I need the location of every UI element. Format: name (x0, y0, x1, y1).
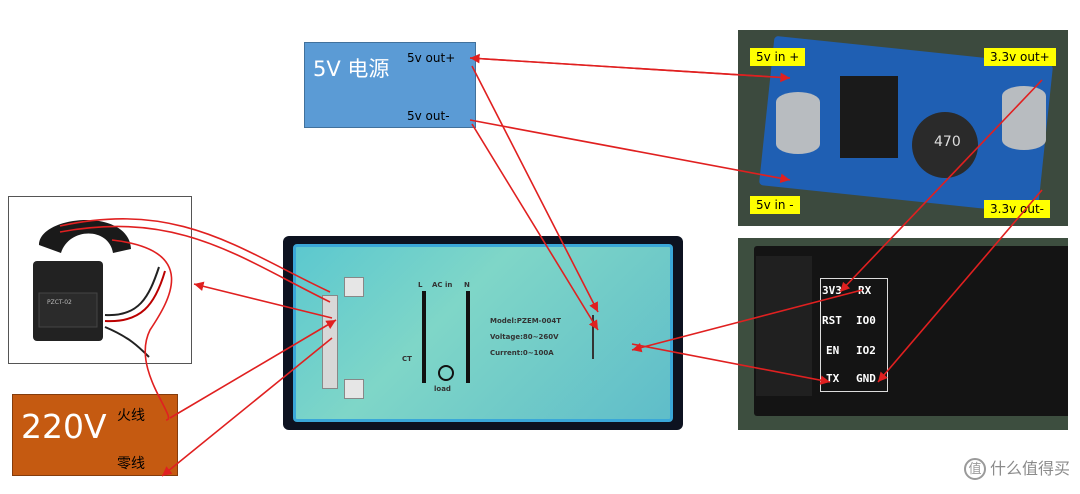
regulator-chip (840, 76, 898, 158)
pzem-n-trace (466, 291, 470, 383)
esp01-pin-header (756, 256, 812, 396)
power-supply-out-plus-label: 5v out+ (407, 51, 456, 65)
pzem-model-text: Model:PZEM-004T (490, 317, 561, 325)
pzem-load-label: load (434, 385, 451, 393)
watermark: 值什么值得买 (963, 455, 1070, 480)
buck-out-plus-label: 3.3v out+ (984, 48, 1056, 66)
pin-gnd-label: GND (856, 372, 876, 385)
pin-rx-label: RX (858, 284, 872, 297)
pzem-l-trace (422, 291, 426, 383)
pin-io2-label: IO2 (856, 344, 876, 357)
pin-rst-label: RST (822, 314, 842, 327)
pzem-voltage-text: Voltage:80~260V (490, 333, 559, 341)
inductor-marking: 470 (934, 134, 961, 150)
pzem-circuit-board: L N AC in CT load Model:PZEM-004T Voltag… (293, 244, 673, 422)
buck-in-plus-label: 5v in + (750, 48, 806, 66)
pin-tx-label: TX (826, 372, 840, 385)
mains-live-label: 火线 (117, 408, 145, 424)
input-capacitor (776, 92, 820, 154)
current-transformer-photo: PZCT-02 (8, 196, 192, 364)
pzem-module-photo: L N AC in CT load Model:PZEM-004T Voltag… (283, 236, 683, 430)
pzem-current-text: Current:0~100A (490, 349, 554, 357)
pin-io0-label: IO0 (856, 314, 876, 327)
pin-en-label: EN (826, 344, 840, 357)
watermark-text: 什么值得买 (989, 458, 1070, 478)
buck-in-minus-label: 5v in - (750, 196, 800, 214)
pzem-ct-label: CT (402, 355, 412, 363)
power-supply-out-minus-label: 5v out- (407, 109, 450, 123)
power-supply-title: 5V 电源 (313, 57, 390, 81)
pzem-screw (344, 277, 364, 297)
pzem-ttl-header (592, 315, 624, 359)
output-capacitor (1002, 86, 1046, 150)
ct-model-text: PZCT-02 (47, 299, 72, 306)
pzem-input-terminal (322, 295, 338, 389)
mains-220v-box: 220V 火线 零线 (12, 394, 178, 476)
load-lamp-icon (438, 365, 454, 381)
pzem-screw (344, 379, 364, 399)
current-transformer-illustration (33, 219, 166, 358)
value-logo-icon: 值 (963, 458, 986, 480)
pin-3v3-label: 3V3 (822, 284, 842, 297)
mains-neutral-label: 零线 (117, 456, 145, 472)
buck-out-minus-label: 3.3v out- (984, 200, 1050, 218)
esp01-module-photo: 3V3 RX RST IO0 EN IO2 TX GND (738, 238, 1068, 430)
pzem-ac-in-label: AC in (432, 281, 453, 289)
pzem-l-label: L (418, 281, 423, 289)
power-supply-box: 5V 电源 5v out+ 5v out- (304, 42, 476, 128)
mains-title: 220V (21, 407, 107, 446)
pzem-n-label: N (464, 281, 470, 289)
